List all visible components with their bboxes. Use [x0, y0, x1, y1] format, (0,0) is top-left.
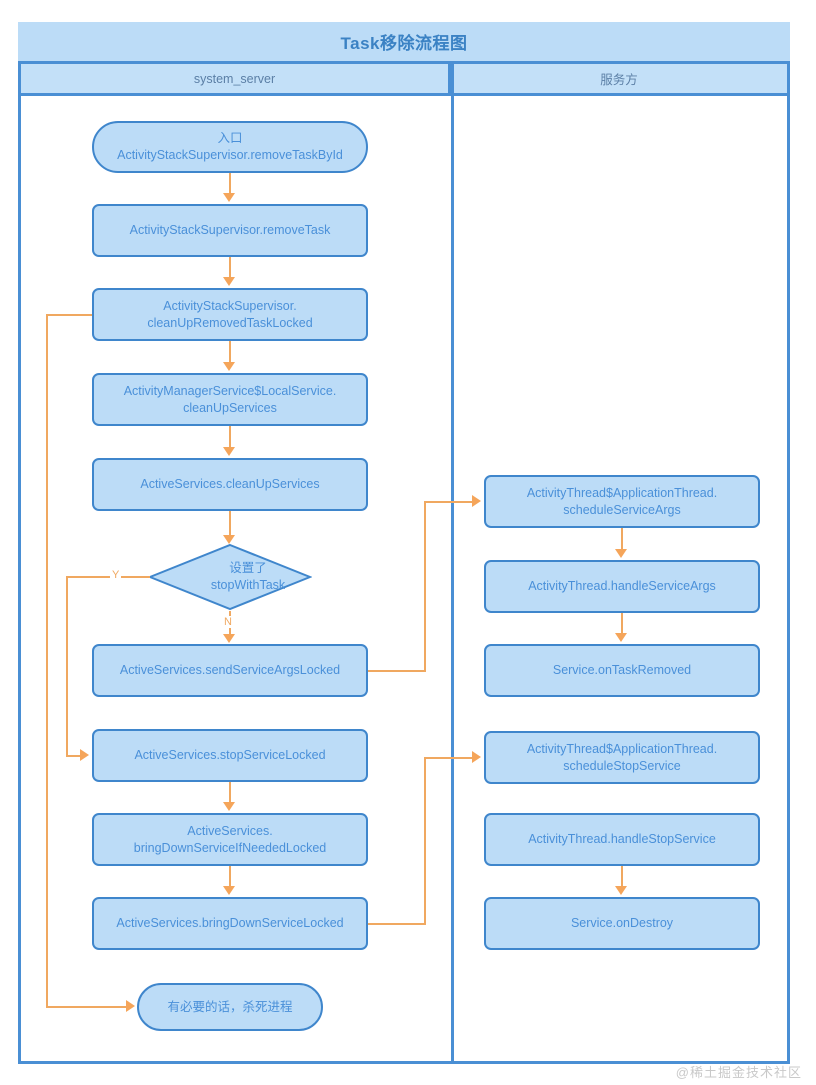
node-send-service-args-locked[interactable]: ActiveServices.sendServiceArgsLocked: [92, 644, 368, 697]
node-schedule-service-args-line2: scheduleServiceArgs: [563, 502, 681, 517]
node-entry-line1: 入口: [217, 131, 243, 145]
lane-header-system-server: system_server: [21, 64, 451, 96]
node-remove-task-line1: ActivityStackSupervisor.removeTask: [129, 223, 331, 237]
node-schedule-service-args-line1: ActivityThread$ApplicationThread.: [526, 485, 718, 500]
node-decision-stop-with-task[interactable]: 设置了 stopWithTask: [148, 543, 312, 611]
node-bring-down-service-locked-line1: ActiveServices.bringDownServiceLocked: [116, 916, 344, 930]
edge-decision-yes-v: [66, 576, 68, 756]
arrowhead-decision-no-to-send-service-args: [223, 634, 235, 643]
node-bring-down-service-locked[interactable]: ActiveServices.bringDownServiceLocked: [92, 897, 368, 950]
edge-schedule-to-handle-service-args: [621, 528, 623, 551]
node-schedule-stop-service-line1: ActivityThread$ApplicationThread.: [526, 741, 718, 756]
node-kill-process[interactable]: 有必要的话，杀死进程: [137, 983, 323, 1031]
lane-header-service-side: 服务方: [451, 64, 787, 96]
arrowhead-to-schedule-stop-service: [472, 751, 481, 763]
node-schedule-stop-service-line2: scheduleStopService: [563, 758, 681, 773]
edge-active-clean-up-to-decision: [229, 511, 231, 537]
node-handle-stop-service[interactable]: ActivityThread.handleStopService: [484, 813, 760, 866]
node-clean-up-removed-task-locked-line2: cleanUpRemovedTaskLocked: [147, 315, 313, 330]
node-schedule-stop-service[interactable]: ActivityThread$ApplicationThread. schedu…: [484, 731, 760, 784]
edge-ams-local-to-active-clean-up: [229, 426, 231, 449]
edge-decision-yes-h2: [66, 755, 84, 757]
node-active-services-clean-up-services[interactable]: ActiveServices.cleanUpServices: [92, 458, 368, 511]
edge-clean-up-to-kill-h2: [46, 1006, 129, 1008]
edge-send-service-args-v: [424, 501, 426, 671]
lane-label-system-server: system_server: [193, 71, 276, 86]
diagram-title: Task移除流程图: [340, 34, 468, 53]
node-bring-down-if-needed-line2: bringDownServiceIfNeededLocked: [133, 840, 327, 855]
edge-handle-service-args-to-on-task-removed: [621, 613, 623, 635]
arrowhead-decision-yes-to-stop-service-locked: [80, 749, 89, 761]
node-clean-up-removed-task-locked[interactable]: ActivityStackSupervisor. cleanUpRemovedT…: [92, 288, 368, 341]
arrowhead-bring-down-if-needed-to-bring-down: [223, 886, 235, 895]
node-schedule-service-args[interactable]: ActivityThread$ApplicationThread. schedu…: [484, 475, 760, 528]
arrowhead-clean-up-to-ams-local: [223, 362, 235, 371]
arrowhead-ams-local-to-active-clean-up: [223, 447, 235, 456]
node-kill-process-line1: 有必要的话，杀死进程: [167, 999, 293, 1014]
edge-bring-down-h2: [424, 757, 476, 759]
lane-label-service-side: 服务方: [600, 73, 638, 87]
edge-clean-up-to-ams-local: [229, 341, 231, 364]
node-ams-local-clean-up-services-line1: ActivityManagerService$LocalService.: [123, 383, 337, 398]
edge-label-no: N: [222, 616, 234, 628]
edge-stop-service-to-bring-down-if-needed: [229, 782, 231, 805]
lane-divider: [451, 64, 454, 1063]
edge-handle-stop-service-to-on-destroy: [621, 866, 623, 889]
arrowhead-entry-to-remove-task: [223, 193, 235, 202]
node-service-on-destroy-line1: Service.onDestroy: [570, 916, 674, 930]
node-service-on-task-removed-line1: Service.onTaskRemoved: [552, 663, 692, 677]
node-service-on-destroy[interactable]: Service.onDestroy: [484, 897, 760, 950]
node-send-service-args-locked-line1: ActiveServices.sendServiceArgsLocked: [119, 663, 341, 677]
node-remove-task[interactable]: ActivityStackSupervisor.removeTask: [92, 204, 368, 257]
arrowhead-schedule-to-handle-service-args: [615, 549, 627, 558]
node-ams-local-clean-up-services-line2: cleanUpServices: [183, 400, 277, 415]
watermark: @稀土掘金技术社区: [675, 1065, 802, 1080]
node-service-on-task-removed[interactable]: Service.onTaskRemoved: [484, 644, 760, 697]
node-stop-service-locked-line1: ActiveServices.stopServiceLocked: [134, 748, 326, 762]
edge-clean-up-to-kill-v: [46, 314, 48, 1007]
edge-send-service-args-h1: [368, 670, 426, 672]
arrowhead-active-clean-up-to-decision: [223, 535, 235, 544]
edge-bring-down-h1: [368, 923, 426, 925]
node-handle-service-args-line1: ActivityThread.handleServiceArgs: [528, 579, 716, 593]
node-entry-line2: ActivityStackSupervisor.removeTaskById: [117, 148, 343, 162]
edge-bring-down-v: [424, 757, 426, 924]
node-active-services-clean-up-services-line1: ActiveServices.cleanUpServices: [140, 477, 320, 491]
node-ams-local-clean-up-services[interactable]: ActivityManagerService$LocalService. cle…: [92, 373, 368, 426]
node-bring-down-service-if-needed-locked[interactable]: ActiveServices. bringDownServiceIfNeeded…: [92, 813, 368, 866]
edge-send-service-args-h2: [424, 501, 476, 503]
diamond-shape: [148, 543, 312, 611]
node-entry[interactable]: 入口 ActivityStackSupervisor.removeTaskByI…: [92, 121, 368, 173]
node-stop-service-locked[interactable]: ActiveServices.stopServiceLocked: [92, 729, 368, 782]
edge-entry-to-remove-task: [229, 173, 231, 195]
edge-decision-yes-h: [66, 576, 150, 578]
node-handle-service-args[interactable]: ActivityThread.handleServiceArgs: [484, 560, 760, 613]
diagram-title-band: Task移除流程图: [18, 22, 790, 64]
arrowhead-to-kill-process: [126, 1000, 135, 1012]
node-clean-up-removed-task-locked-line1: ActivityStackSupervisor.: [163, 298, 297, 313]
edge-label-yes: Y: [110, 569, 122, 581]
edge-clean-up-to-kill-h: [46, 314, 92, 316]
arrowhead-handle-service-args-to-on-task-removed: [615, 633, 627, 642]
arrowhead-to-schedule-service-args: [472, 495, 481, 507]
node-bring-down-if-needed-line1: ActiveServices.: [187, 823, 273, 838]
node-handle-stop-service-line1: ActivityThread.handleStopService: [528, 832, 716, 846]
edge-bring-down-if-needed-to-bring-down: [229, 866, 231, 889]
arrowhead-handle-stop-service-to-on-destroy: [615, 886, 627, 895]
edge-remove-task-to-clean-up: [229, 257, 231, 279]
arrowhead-stop-service-to-bring-down-if-needed: [223, 802, 235, 811]
arrowhead-remove-task-to-clean-up: [223, 277, 235, 286]
